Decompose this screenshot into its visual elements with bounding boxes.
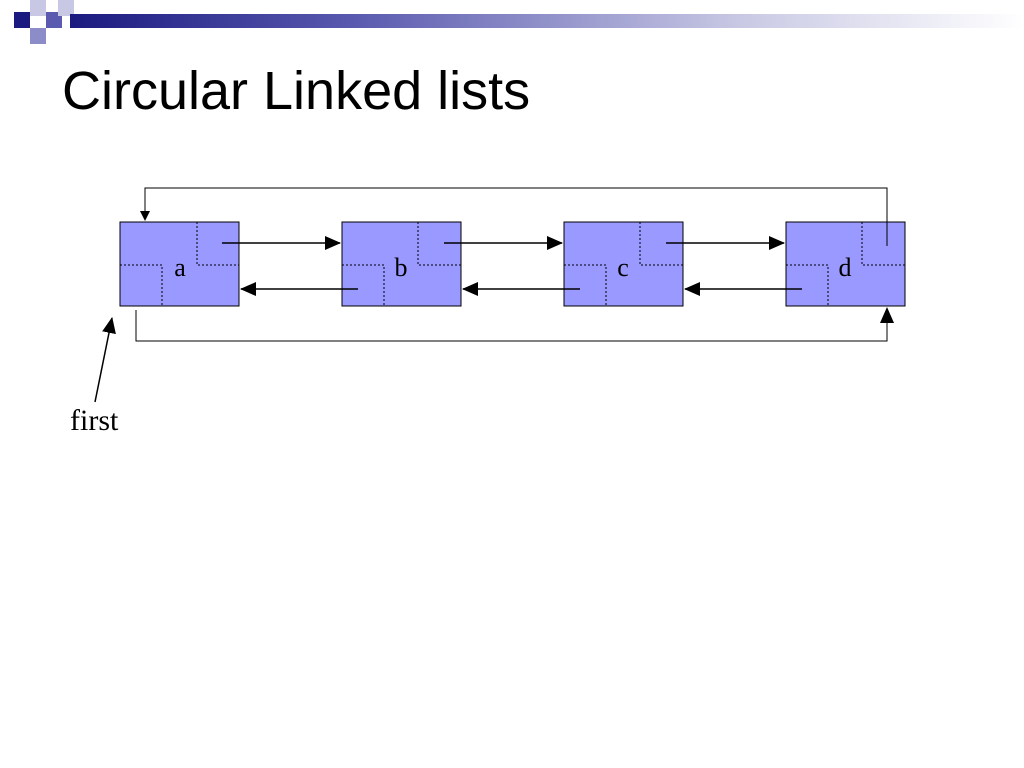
wrap-next-arrow-d-a (140, 187, 888, 246)
node-label: d (839, 253, 852, 282)
slide-title: Circular Linked lists (62, 61, 531, 121)
node-label: a (174, 253, 186, 282)
decor-square (14, 12, 30, 28)
prev-field (564, 264, 607, 306)
node-a: a (119, 221, 240, 307)
prev-field (342, 264, 385, 306)
node-label: b (395, 253, 408, 282)
node-c: c (563, 221, 684, 307)
decor-square (30, 28, 46, 44)
node-box (563, 221, 684, 307)
first-pointer-arrow (94, 317, 116, 403)
header-gradient-bar (70, 14, 1024, 28)
header-decoration (0, 0, 1024, 44)
node-box (341, 221, 462, 307)
node-box (785, 221, 906, 307)
node-box (119, 221, 240, 307)
decor-square (30, 0, 46, 16)
node-label: c (617, 253, 629, 282)
node-b: b (341, 221, 462, 307)
prev-field (120, 264, 163, 306)
prev-field (786, 264, 829, 306)
decor-square (46, 12, 62, 28)
first-pointer-label: first (70, 404, 119, 437)
wrap-prev-arrow-a-d (135, 307, 894, 342)
node-d: d (785, 221, 906, 307)
decor-square (58, 0, 74, 16)
